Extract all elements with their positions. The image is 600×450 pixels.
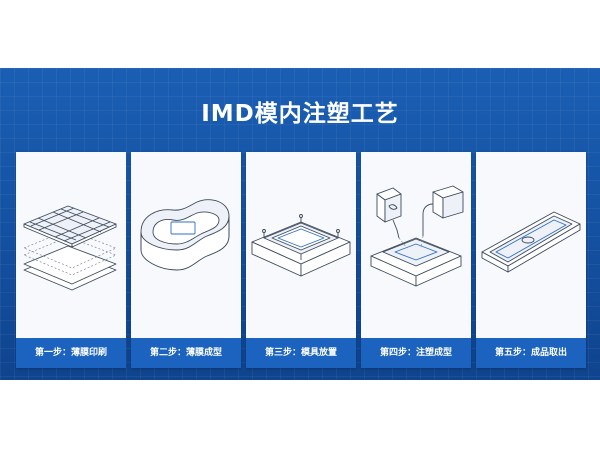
step-card-3: 第三步：模具放置 xyxy=(246,152,356,368)
page-title: IMD模内注塑工艺 xyxy=(201,101,399,127)
step-label-1: 第一步：薄膜印刷 xyxy=(16,338,126,368)
product-removal-icon xyxy=(476,152,586,338)
process-banner: IMD模内注塑工艺 xyxy=(0,68,600,380)
step-label-2: 第二步：薄膜成型 xyxy=(131,338,241,368)
step-card-5: 第五步：成品取出 xyxy=(476,152,586,368)
step-cards: 第一步：薄膜印刷 第二步： xyxy=(16,152,586,368)
film-forming-icon xyxy=(131,152,241,338)
film-printing-icon xyxy=(16,152,126,338)
mold-placement-icon xyxy=(246,152,356,338)
injection-molding-icon xyxy=(361,152,471,338)
step-card-1: 第一步：薄膜印刷 xyxy=(16,152,126,368)
step-label-5: 第五步：成品取出 xyxy=(476,338,586,368)
step-label-4: 第四步：注塑成型 xyxy=(361,338,471,368)
step-label-3: 第三步：模具放置 xyxy=(246,338,356,368)
step-card-2: 第二步：薄膜成型 xyxy=(131,152,241,368)
step-card-4: 第四步：注塑成型 xyxy=(361,152,471,368)
